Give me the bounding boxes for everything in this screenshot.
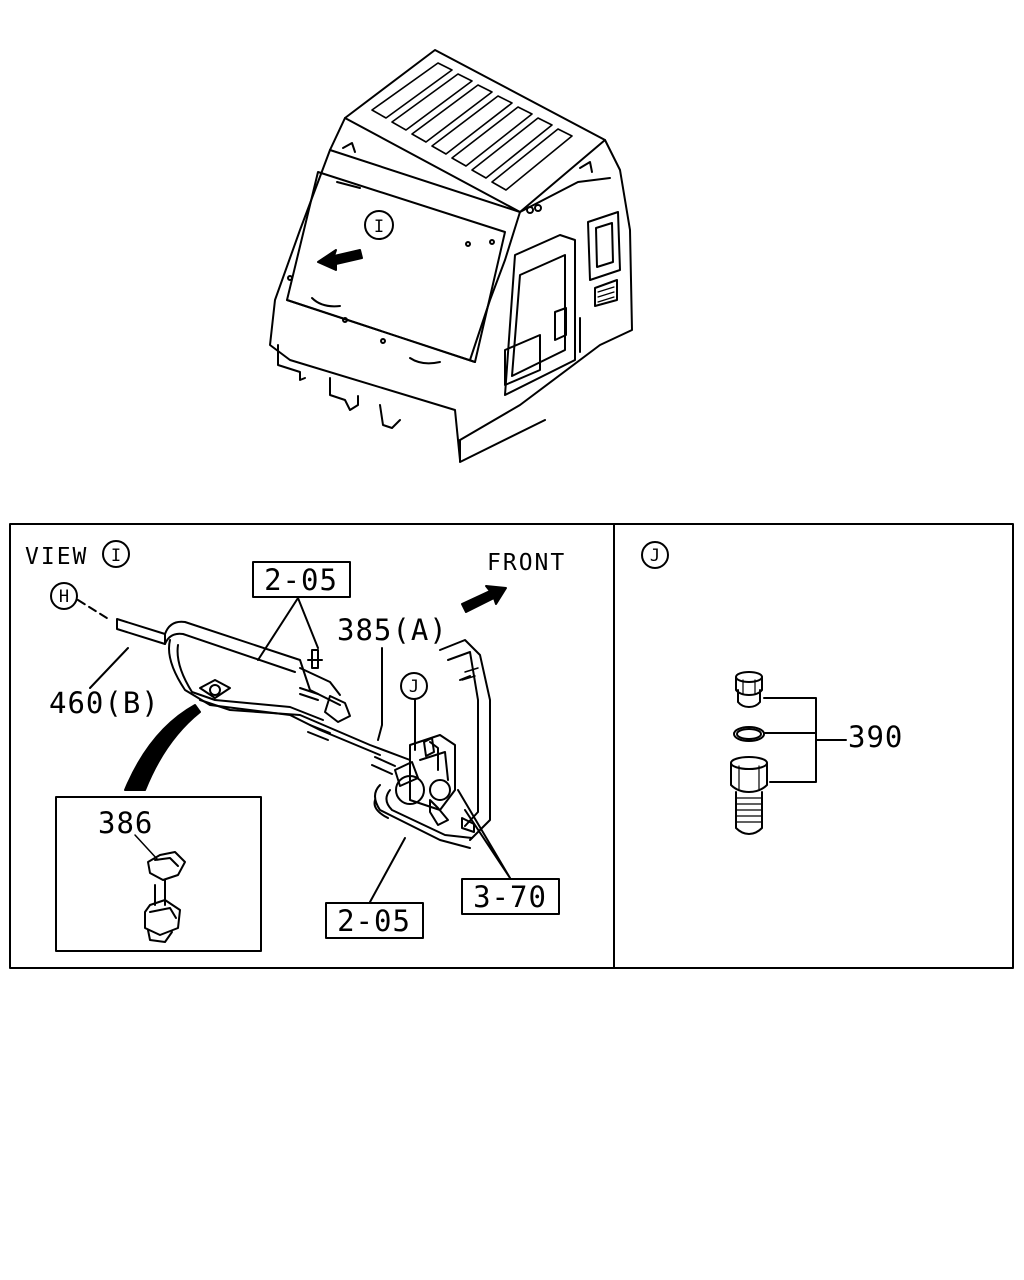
label-2-05-top: 2-05 — [264, 563, 338, 597]
fitting-390 — [730, 671, 768, 835]
label-386: 386 — [98, 806, 153, 840]
cab-illustration — [269, 49, 633, 463]
front-arrow-icon — [461, 585, 507, 613]
label-390: 390 — [848, 720, 903, 754]
label-385a: 385(A) — [337, 613, 448, 647]
valve-block — [373, 639, 491, 849]
h-circle-label: H — [59, 587, 69, 607]
clamp-386 — [134, 834, 186, 943]
leader-3-70 — [457, 789, 511, 879]
box-3-70 — [461, 878, 560, 915]
j-panel-circle — [641, 541, 669, 569]
j-panel-circle-label: J — [650, 546, 660, 566]
view-label: VIEW — [25, 544, 88, 570]
j-circle-label: J — [409, 677, 419, 697]
label-460b: 460(B) — [49, 686, 160, 720]
box-2-05-top — [252, 561, 351, 598]
callout-swoosh — [124, 704, 201, 791]
view-circle-label: I — [111, 546, 121, 566]
pipe-assembly — [164, 620, 411, 775]
label-3-70: 3-70 — [473, 880, 547, 914]
h-circle — [50, 582, 78, 610]
detail-frame — [9, 523, 1014, 969]
hose-460b — [89, 618, 166, 689]
box-2-05-bottom — [325, 902, 424, 939]
view-circle — [102, 540, 130, 568]
leader-2-05-bottom — [369, 837, 406, 903]
label-2-05-bottom: 2-05 — [337, 904, 411, 938]
cab-view-circle-label: I — [374, 217, 384, 237]
h-leader-line — [77, 599, 111, 621]
j-circle — [400, 672, 428, 700]
cab-view-circle — [364, 210, 394, 240]
front-label: FRONT — [487, 550, 566, 576]
leader-390 — [763, 697, 847, 783]
leader-385a — [377, 647, 383, 741]
leader-2-05-top — [257, 597, 319, 661]
clamp-inset-frame — [55, 796, 262, 952]
